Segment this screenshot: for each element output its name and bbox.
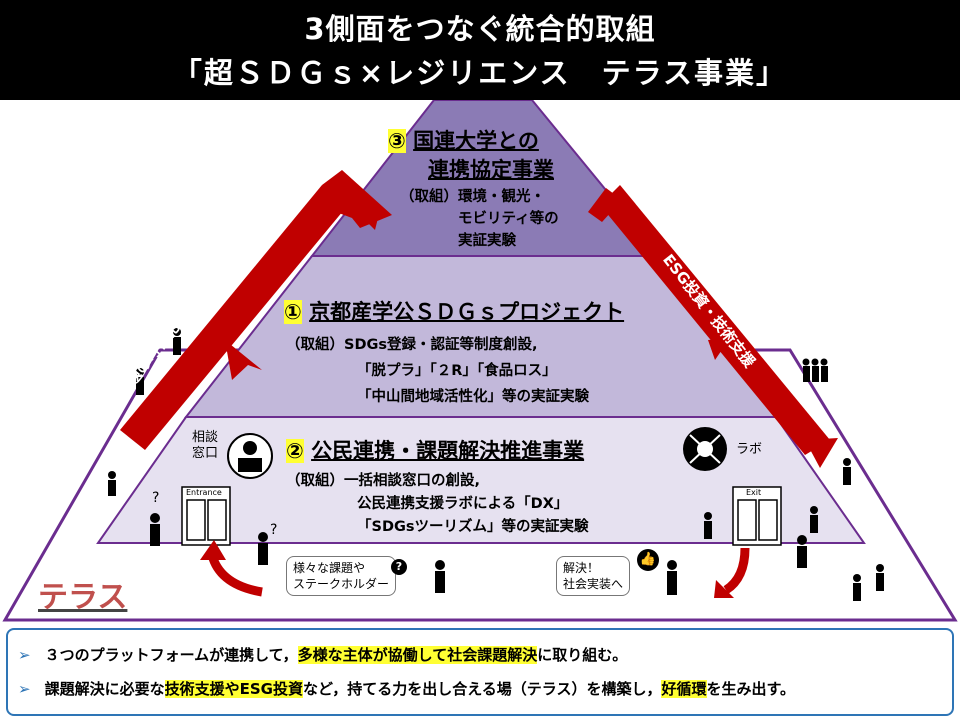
summary-line2-text-a: 課題解決に必要な [44,680,165,698]
summary-line1-highlight: 多様な主体が協働して社会課題解決 [297,646,538,664]
issues-bubble: 様々な課題や ステークホルダー ? [286,556,407,596]
entrance-door-icon [181,486,231,546]
person-icon [704,512,712,539]
bullet-arrow-icon: ➢ [18,646,31,664]
person-icon [173,328,181,355]
question-mark-2: ? [270,522,278,538]
summary-line-1: ➢ ３つのプラットフォームが連携して，多様な主体が協働して社会課題解決に取り組む。 [18,644,627,665]
tier3-body-line2: モビリティ等の [458,211,559,227]
consult-label-line1: 相談 [192,430,219,445]
summary-line2-highlight-2: 好循環 [661,680,707,698]
person-icon [667,560,677,595]
tier2-title: ② 公民連携・課題解決推進事業 [286,435,584,465]
solved-bubble: 解決！ 社会実装へ 👍 [556,549,659,596]
consult-desk-icon [227,433,273,479]
tier3-number: ③ [388,129,406,153]
person-icon [136,368,144,395]
tier3-title-line2: 連携協定事業 [428,158,554,182]
title-line-1: 3側面をつなぐ統合的取組 [304,12,656,46]
left-red-arrow [120,170,392,450]
summary-line1-text-a: ３つのプラットフォームが連携して， [44,646,298,664]
issues-bubble-line1: 様々な課題や [293,561,366,575]
summary-line2-text-b: など，持てる力を出し合える場（テラス）を構築し， [302,680,662,698]
tier1-body-line2: 「脱プラ」「２R」「食品ロス」 [357,363,557,379]
person-icon [797,535,807,568]
entrance-curve-arrow [207,553,263,597]
lab-hands-icon [683,427,727,471]
person-icon [843,458,851,485]
tier3-title-line1: ③ 国連大学との [388,125,539,155]
person-icon [853,574,861,601]
tier2-body-line3: 「SDGsツーリズム」等の実証実験 [357,519,589,535]
person-icon [876,564,884,591]
person-icon [150,513,160,546]
summary-line2-text-c: を生み出す。 [706,680,796,698]
solved-bubble-line1: 解決！ [563,561,600,575]
summary-line2-highlight-1: 技術支援やESG投資 [164,680,303,698]
tier3-body-line3: 実証実験 [458,233,516,249]
person-icon [810,506,818,533]
tier1-body-line3: 「中山間地域活性化」等の実証実験 [357,389,589,405]
terrace-label: テラス [38,580,128,615]
tier2-body-line1: （取組）一括相談窓口の創設, [286,473,481,489]
thumbs-up-icon: 👍 [637,549,659,571]
tier2-number: ② [286,439,304,463]
question-mark-1: ? [152,490,160,506]
question-circle-icon: ? [391,559,407,575]
summary-line1-text-b: に取り組む。 [537,646,628,664]
tier3-body-line1: （取組）環境・観光・ [400,189,545,205]
consult-label-line2: 窓口 [192,446,219,461]
summary-box: ➢ ３つのプラットフォームが連携して，多様な主体が協働して社会課題解決に取り組む。… [6,628,954,716]
title-line-2: 「超ＳＤＧｓ×レジリエンス テラス事業」 [172,56,788,90]
tier2-body-line2: 公民連携支援ラボによる「DX」 [357,496,569,512]
summary-line-2: ➢ 課題解決に必要な技術支援やESG投資など，持てる力を出し合える場（テラス）を構… [18,678,795,699]
person-icon [435,560,445,593]
tier1-number: ① [284,300,302,324]
right-red-arrow [588,185,838,468]
issues-bubble-line2: ステークホルダー [293,577,390,591]
entrance-label: Entrance [186,488,222,497]
tier1-title: ① 京都産学公ＳＤＧｓプロジェクト [284,296,624,326]
exit-curve-arrow [723,547,750,594]
people-icons [108,328,884,601]
tier1-title-text: 京都産学公ＳＤＧｓプロジェクト [309,300,625,324]
tier2-title-text: 公民連携・課題解決推進事業 [311,439,585,463]
person-icon [258,532,268,565]
tier1-body-line1: （取組）SDGs登録・認証等制度創設, [286,337,538,353]
consult-label: 相談 窓口 [192,430,218,462]
title-bar: 3側面をつなぐ統合的取組 「超ＳＤＧｓ×レジリエンス テラス事業」 [0,0,960,100]
lab-label: ラボ [736,442,763,457]
solved-bubble-line2: 社会実装へ [563,577,624,591]
bullet-arrow-icon: ➢ [18,680,31,698]
tier3-title-text1: 国連大学との [413,129,539,153]
group-icon [802,358,828,382]
exit-door-icon [732,486,782,546]
exit-label: Exit [746,488,762,497]
person-icon [108,471,116,496]
